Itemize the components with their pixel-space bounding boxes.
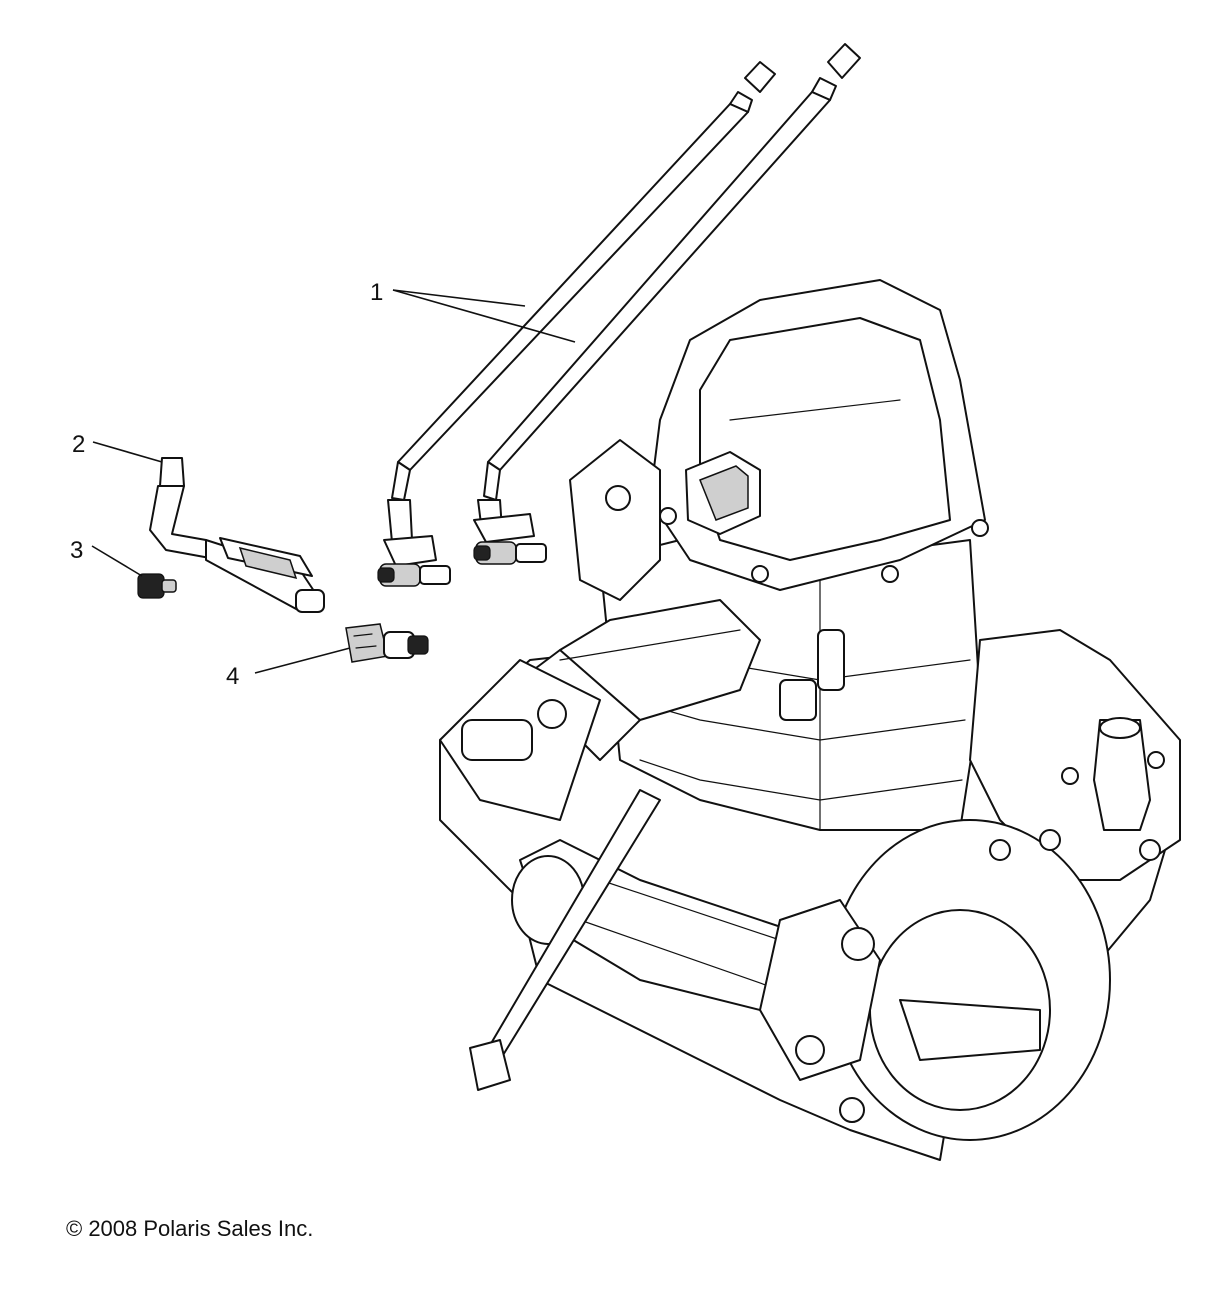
leader-2: [92, 441, 163, 463]
fuel-rail-tube: [149, 457, 325, 613]
fuel-injector-pair: [377, 541, 547, 587]
leader-1a: [392, 289, 526, 307]
callout-2: 2: [72, 431, 85, 458]
callout-1: 1: [370, 279, 383, 306]
leader-3: [91, 545, 143, 577]
callout-4: 4: [226, 663, 239, 690]
copyright-notice: © 2008 Polaris Sales Inc.: [66, 1216, 314, 1241]
callout-3: 3: [70, 537, 83, 564]
sensor-part: [345, 623, 429, 663]
callout-leaders: [91, 289, 576, 674]
leader-4: [254, 647, 351, 674]
engine-assembly: [439, 279, 1181, 1161]
screw-fastener: [137, 573, 177, 599]
leader-1b: [392, 289, 576, 343]
fuel-hose-pair: [383, 43, 861, 567]
